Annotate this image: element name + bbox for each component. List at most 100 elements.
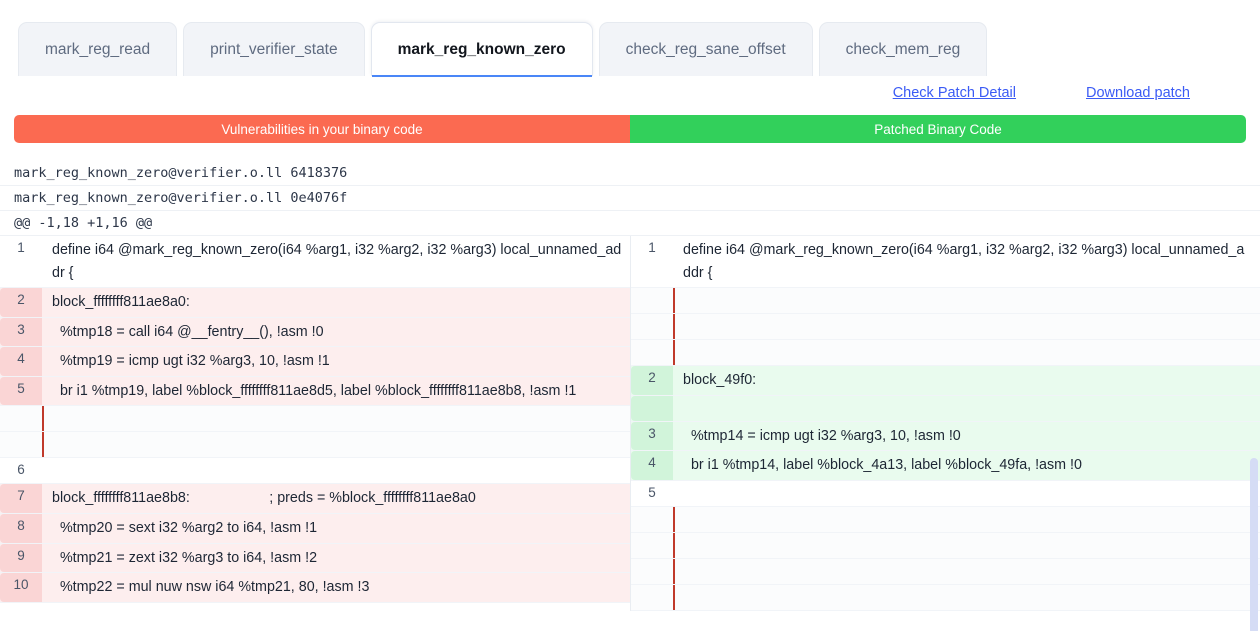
diff-row: 2 block_49f0:	[631, 366, 1260, 396]
diff-table: 1 define i64 @mark_reg_known_zero(i64 %ar…	[0, 236, 1260, 611]
code-line: block_ffffffff811ae8a0:	[52, 294, 190, 311]
tab-check_mem_reg[interactable]: check_mem_reg	[818, 22, 988, 76]
diff-row: 5 br i1 %tmp19, label %block_ffffffff811…	[0, 376, 630, 407]
code-line: %tmp22 = mul nuw nsw i64 %tmp21, 80, !as…	[52, 579, 370, 596]
line-number: 5	[648, 484, 656, 500]
line-number: 2	[0, 288, 42, 317]
vertical-scrollbar-thumb[interactable]	[1250, 458, 1258, 631]
tab-check_reg_sane_offset[interactable]: check_reg_sane_offset	[598, 22, 813, 76]
diff-hunk-header: @@ -1,18 +1,16 @@	[0, 211, 1260, 236]
diff-row: 8 %tmp20 = sext i32 %arg2 to i64, !asm !…	[0, 514, 630, 544]
code-line	[42, 458, 630, 483]
action-links: Check Patch Detail Download patch	[0, 76, 1260, 110]
code-line: br i1 %tmp19, label %block_ffffffff811ae…	[52, 382, 577, 399]
tab-label: check_mem_reg	[845, 40, 961, 58]
diff-row	[0, 406, 630, 433]
tab-label: check_reg_sane_offset	[625, 40, 786, 58]
line-number: 2	[631, 366, 673, 395]
line-number	[0, 406, 42, 431]
code-line	[673, 481, 1260, 506]
line-number	[0, 432, 42, 457]
code-line	[673, 340, 1260, 366]
line-number	[631, 507, 673, 532]
download-patch-link[interactable]: Download patch	[1086, 85, 1190, 101]
line-number	[631, 533, 673, 558]
code-line	[673, 288, 1260, 314]
line-number	[631, 314, 673, 339]
diff-row	[631, 506, 1260, 533]
line-number: 6	[17, 462, 25, 478]
code-line: define i64 @mark_reg_known_zero(i64 %arg…	[683, 242, 1245, 281]
code-line: %tmp20 = sext i32 %arg2 to i64, !asm !1	[52, 520, 318, 537]
diff-side-vulnerable: 1 define i64 @mark_reg_known_zero(i64 %ar…	[0, 236, 630, 611]
tab-mark_reg_known_zero[interactable]: mark_reg_known_zero	[370, 22, 593, 77]
line-number	[631, 559, 673, 584]
code-line: %tmp21 = zext i32 %arg3 to i64, !asm !2	[52, 549, 318, 566]
code-line: %tmp18 = call i64 @__fentry__(), !asm !0	[52, 323, 324, 340]
patched-panel-header: Patched Binary Code	[630, 115, 1246, 143]
line-number: 4	[0, 347, 42, 376]
diff-row: 10 %tmp22 = mul nuw nsw i64 %tmp21, 80, …	[0, 573, 630, 603]
diff-side-patched: 1 define i64 @mark_reg_known_zero(i64 %ar…	[630, 236, 1260, 611]
code-line	[42, 406, 630, 432]
tab-mark_reg_read[interactable]: mark_reg_read	[18, 22, 178, 76]
diff-row	[631, 314, 1260, 341]
line-number: 3	[0, 317, 42, 347]
vulnerable-panel-header: Vulnerabilities in your binary code	[14, 115, 630, 143]
line-number	[631, 395, 673, 421]
diff-row	[631, 288, 1260, 315]
tab-print_verifier_state[interactable]: print_verifier_state	[183, 22, 365, 76]
code-line	[673, 532, 1260, 558]
diff-file-header: mark_reg_known_zero@verifier.o.ll 0e4076…	[0, 186, 1260, 211]
diff-row: 6	[0, 458, 630, 485]
line-number: 10	[0, 573, 42, 602]
code-line: %tmp19 = icmp ugt i32 %arg3, 10, !asm !1	[52, 353, 330, 370]
diff-row: 9 %tmp21 = zext i32 %arg3 to i64, !asm !…	[0, 543, 630, 574]
diff-row	[0, 432, 630, 459]
line-number: 1	[648, 240, 656, 255]
diff-row	[631, 558, 1260, 585]
code-line	[42, 432, 630, 458]
diff-row: 5	[631, 480, 1260, 507]
line-number: 8	[0, 514, 42, 543]
diff-row	[631, 340, 1260, 367]
diff-row	[631, 532, 1260, 559]
diff-meta: mark_reg_known_zero@verifier.o.ll 641837…	[0, 161, 1260, 236]
code-line: block_49f0:	[683, 372, 757, 389]
diff-row: 3 %tmp14 = icmp ugt i32 %arg3, 10, !asm …	[631, 421, 1260, 452]
line-number	[631, 288, 673, 313]
code-line	[673, 584, 1260, 610]
line-number: 9	[0, 543, 42, 573]
diff-row: 7 block_ffffffff811ae8b8: ; preds = %bloc…	[0, 484, 630, 515]
code-line	[673, 314, 1260, 340]
diff-row: 4 %tmp19 = icmp ugt i32 %arg3, 10, !asm …	[0, 347, 630, 377]
diff-row: 4 br i1 %tmp14, label %block_4a13, label…	[631, 451, 1260, 481]
check-patch-detail-link[interactable]: Check Patch Detail	[892, 85, 1016, 101]
diff-row: 3 %tmp18 = call i64 @__fentry__(), !asm …	[0, 317, 630, 348]
line-number: 5	[0, 376, 42, 406]
diff-row: 1 define i64 @mark_reg_known_zero(i64 %ar…	[631, 236, 1260, 289]
diff-row: 2 block_ffffffff811ae8a0:	[0, 288, 630, 318]
code-line	[673, 558, 1260, 584]
code-line: br i1 %tmp14, label %block_4a13, label %…	[683, 457, 1082, 474]
code-line: block_ffffffff811ae8b8: ; preds = %block…	[52, 490, 476, 507]
tab-bar: mark_reg_read print_verifier_state mark_re…	[0, 0, 1260, 77]
panel-header-banner: Vulnerabilities in your binary code Patc…	[14, 115, 1246, 143]
code-line: %tmp14 = icmp ugt i32 %arg3, 10, !asm !0	[683, 427, 961, 444]
line-number: 3	[631, 421, 673, 451]
diff-viewport: 1 define i64 @mark_reg_known_zero(i64 %ar…	[0, 236, 1260, 631]
code-line	[673, 506, 1260, 532]
line-number: 7	[0, 484, 42, 514]
diff-row	[631, 584, 1260, 611]
tab-label: mark_reg_known_zero	[397, 40, 566, 58]
line-number: 1	[17, 240, 25, 255]
code-line	[673, 396, 1260, 421]
diff-file-header: mark_reg_known_zero@verifier.o.ll 641837…	[0, 161, 1260, 186]
diff-row: 1 define i64 @mark_reg_known_zero(i64 %ar…	[0, 236, 630, 289]
line-number: 4	[631, 451, 673, 480]
tab-label: print_verifier_state	[210, 40, 338, 58]
code-line: define i64 @mark_reg_known_zero(i64 %arg…	[52, 242, 622, 281]
diff-row	[631, 395, 1260, 422]
line-number	[631, 340, 673, 365]
line-number	[631, 585, 673, 610]
